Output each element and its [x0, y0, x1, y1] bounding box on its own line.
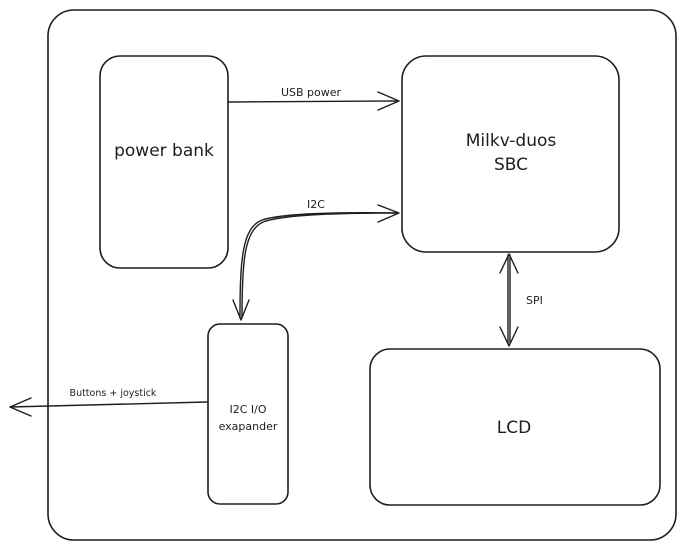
- spi-label: SPI: [526, 294, 543, 307]
- i2c-arrow-line-2: [241, 212, 398, 319]
- buttons-arrow-line: [9, 401, 208, 408]
- io-expander-label-line1: I2C I/O: [229, 403, 266, 416]
- lcd-label: LCD: [497, 418, 531, 438]
- usb-power-arrowhead: [377, 91, 400, 111]
- buttons-label: Buttons + joystick: [70, 388, 157, 399]
- sbc-node: Milkv-duos SBC: [401, 55, 620, 253]
- usb-power-label: USB power: [281, 86, 342, 99]
- sbc-label-line2: SBC: [494, 155, 528, 175]
- buttons-edge: Buttons + joystick: [9, 388, 208, 417]
- io-expander-box: [207, 323, 289, 505]
- lcd-box: [369, 348, 661, 506]
- sbc-box: [401, 55, 620, 253]
- i2c-edge: I2C: [232, 198, 400, 321]
- spi-arrowhead-sbc: [499, 253, 519, 274]
- buttons-arrowhead: [9, 397, 32, 417]
- io-expander-node: I2C I/O exapander: [207, 323, 289, 505]
- i2c-label: I2C: [307, 198, 325, 211]
- sbc-label-line1: Milkv-duos: [466, 131, 557, 151]
- i2c-arrowhead-sbc: [377, 204, 400, 223]
- usb-power-arrow-line: [228, 100, 399, 103]
- power-bank-label: power bank: [114, 141, 214, 161]
- usb-power-edge: USB power: [228, 86, 400, 111]
- i2c-arrowhead-expander: [232, 299, 250, 321]
- spi-arrowhead-lcd: [499, 326, 519, 347]
- io-expander-label-line2: exapander: [219, 420, 278, 433]
- power-bank-box: [99, 55, 229, 269]
- i2c-arrow-line: [239, 212, 399, 319]
- power-bank-node: power bank: [99, 55, 229, 269]
- spi-edge: SPI: [499, 253, 543, 347]
- lcd-node: LCD: [369, 348, 661, 506]
